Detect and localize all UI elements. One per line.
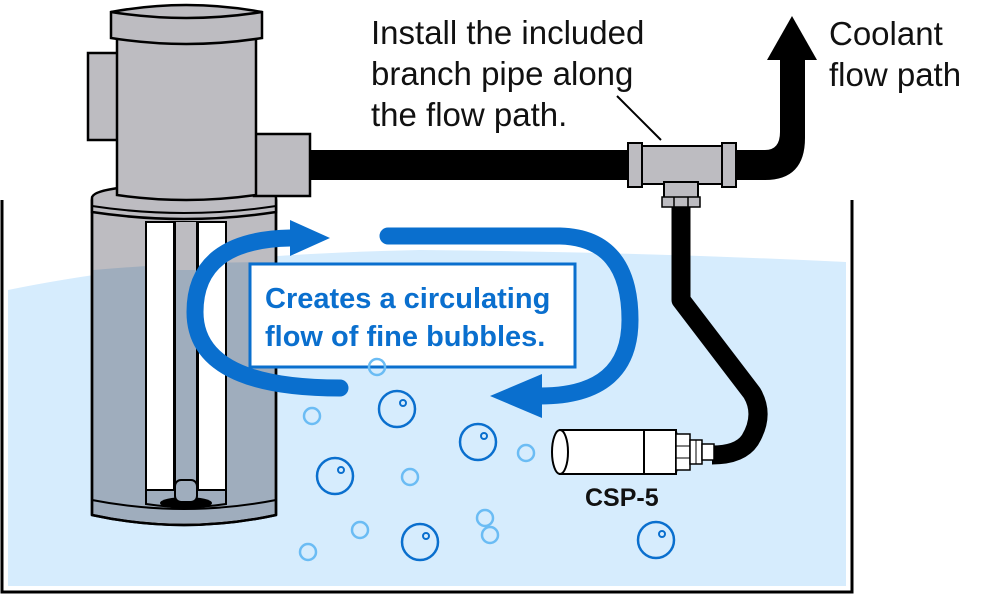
large-bubble bbox=[377, 389, 417, 429]
coolant-flow-label-line-2: flow path bbox=[829, 56, 961, 93]
bubble-highlight bbox=[399, 399, 407, 407]
flow-arrow-head bbox=[767, 16, 817, 60]
small-bubble bbox=[516, 443, 536, 463]
small-bubble bbox=[400, 467, 420, 487]
small-bubble bbox=[480, 525, 500, 545]
large-bubble bbox=[636, 520, 676, 560]
bubble-highlight bbox=[422, 532, 430, 540]
branch-pipe-note-line-3: the flow path. bbox=[371, 96, 567, 133]
circulation-arrow-left bbox=[186, 229, 349, 397]
coolant-return-pipe bbox=[740, 50, 805, 180]
circulation-arrow-right bbox=[379, 227, 639, 405]
motor-cap bbox=[109, 3, 264, 46]
tank-outline bbox=[0, 200, 854, 594]
motor-body bbox=[115, 34, 258, 202]
small-bubble bbox=[302, 406, 322, 426]
large-bubble bbox=[315, 456, 355, 496]
small-bubble bbox=[350, 520, 370, 540]
branch-pipe-note-line-1: Install the included bbox=[371, 14, 644, 51]
large-bubble bbox=[400, 522, 440, 562]
bubble-highlight bbox=[337, 466, 345, 474]
bubbles bbox=[298, 357, 676, 562]
callout-leader-line bbox=[616, 95, 662, 141]
coolant-flow-label-line-1: Coolant bbox=[829, 15, 943, 52]
branch-tee bbox=[627, 142, 737, 208]
circulation-note-line-2: flow of fine bubbles. bbox=[265, 321, 545, 353]
outlet-pipe bbox=[310, 150, 630, 180]
circulation-arrows bbox=[186, 220, 639, 418]
small-bubble bbox=[367, 357, 387, 377]
circulation-note-line-1: Creates a circulating bbox=[265, 283, 550, 315]
hose bbox=[671, 207, 768, 465]
small-bubble bbox=[298, 542, 318, 562]
bubble-highlight bbox=[658, 530, 666, 538]
large-bubble bbox=[458, 422, 498, 462]
csp-5-device bbox=[551, 429, 715, 475]
pump bbox=[86, 3, 312, 527]
device-model-label: CSP-5 bbox=[585, 484, 659, 512]
circulation-callout-box bbox=[248, 262, 577, 369]
motor-terminal-box bbox=[252, 132, 312, 198]
bubble-highlight bbox=[480, 432, 488, 440]
small-bubble bbox=[475, 508, 495, 528]
motor-side-box-left bbox=[86, 51, 120, 142]
branch-pipe-note-line-2: branch pipe along bbox=[371, 55, 633, 92]
